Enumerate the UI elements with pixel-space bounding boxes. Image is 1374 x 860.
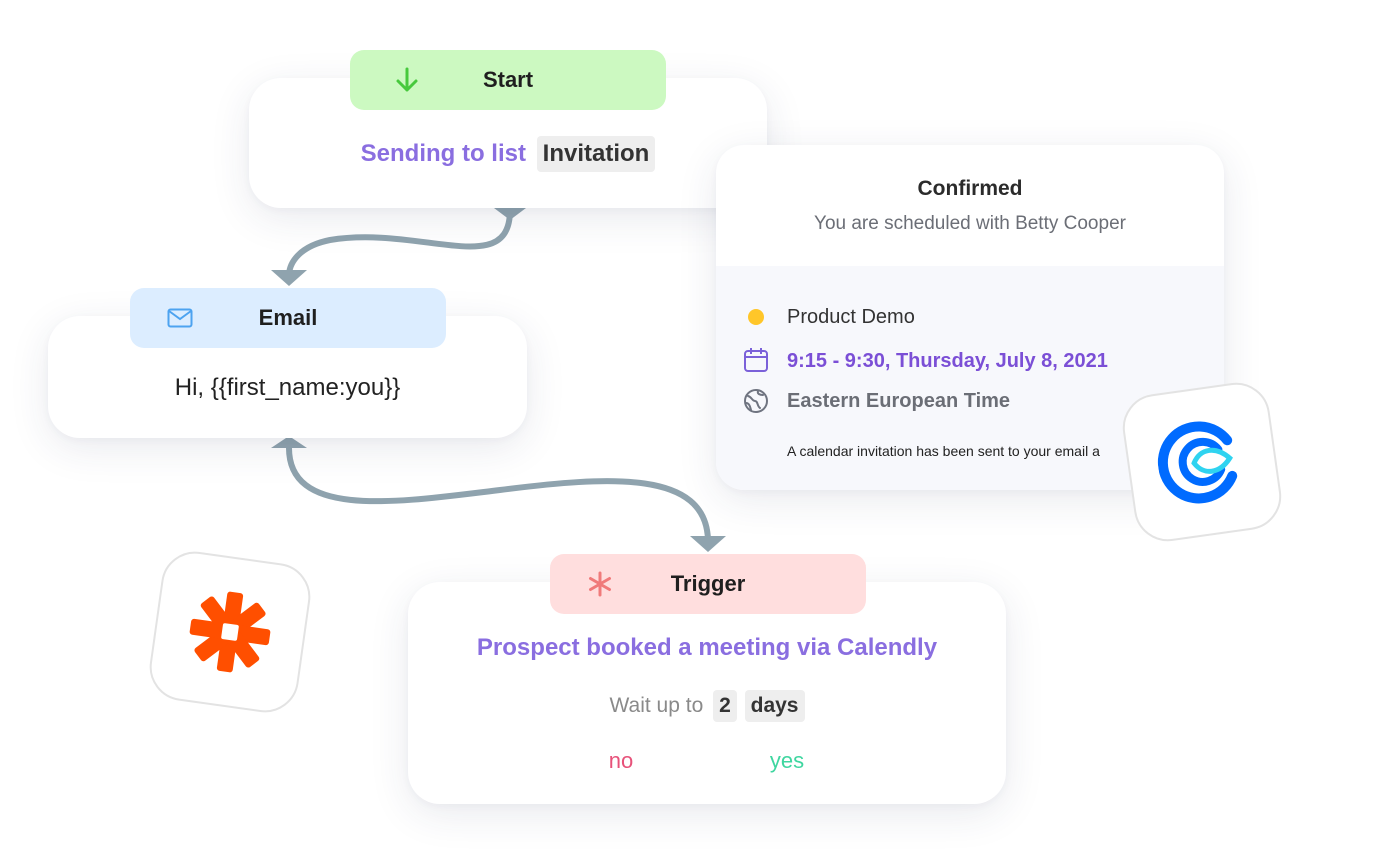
start-node-pill[interactable]: Start — [350, 50, 666, 110]
asterisk-icon — [586, 570, 614, 598]
trigger-description: Prospect booked a meeting via Calendly — [476, 634, 938, 661]
branch-yes-label[interactable]: yes — [769, 748, 805, 773]
email-node-pill[interactable]: Email — [130, 288, 446, 348]
trigger-node-title: Trigger — [670, 571, 746, 596]
trigger-node-pill[interactable]: Trigger — [550, 554, 866, 614]
wait-row: Wait up to 2 days — [408, 690, 1006, 722]
sending-to-list-text: Sending to list — [360, 140, 526, 167]
confirmed-title: Confirmed — [917, 177, 1023, 200]
event-name: Product Demo — [787, 306, 915, 328]
event-color-dot — [748, 309, 764, 325]
event-time: 9:15 - 9:30, Thursday, July 8, 2021 — [787, 350, 1108, 372]
wait-prefix: Wait up to — [609, 694, 704, 717]
connector-trigger-arrowhead — [690, 536, 726, 552]
calendar-icon — [743, 347, 769, 378]
invitation-note: A calendar invitation has been sent to y… — [787, 443, 1100, 459]
connector-start-to-email — [286, 207, 513, 277]
start-node-title: Start — [482, 67, 534, 92]
connector-email-tail — [271, 436, 307, 448]
email-node-title: Email — [258, 305, 318, 330]
wait-unit-chip[interactable]: days — [744, 690, 805, 722]
calendly-logo-icon — [1152, 412, 1252, 516]
wait-value-chip[interactable]: 2 — [713, 690, 737, 722]
event-details-section: Product Demo 9:15 - 9:30, Thursday, July… — [716, 266, 1224, 490]
zapier-logo-icon — [180, 582, 280, 686]
zapier-app-tile[interactable] — [145, 547, 315, 717]
branch-no-label[interactable]: no — [608, 748, 634, 773]
scheduled-with-text: You are scheduled with Betty Cooper — [814, 213, 1126, 234]
trigger-node-card[interactable]: Prospect booked a meeting via Calendly W… — [408, 582, 1006, 804]
arrow-down-icon — [392, 65, 422, 95]
start-node-card[interactable]: Sending to list Invitation — [249, 78, 767, 208]
calendly-app-tile[interactable] — [1118, 378, 1286, 546]
globe-icon — [743, 388, 769, 419]
connector-start-tail — [494, 208, 526, 220]
event-timezone: Eastern European Time — [787, 390, 1011, 412]
list-name-chip[interactable]: Invitation — [536, 136, 656, 172]
start-node-body: Sending to list Invitation — [249, 136, 767, 172]
connector-email-to-trigger — [286, 445, 711, 543]
connector-email-arrowhead — [271, 270, 307, 286]
email-body-text: Hi, {{first_name:you}} — [174, 374, 401, 401]
calendly-confirmation-card: Confirmed You are scheduled with Betty C… — [716, 145, 1224, 490]
mail-icon — [166, 306, 194, 330]
